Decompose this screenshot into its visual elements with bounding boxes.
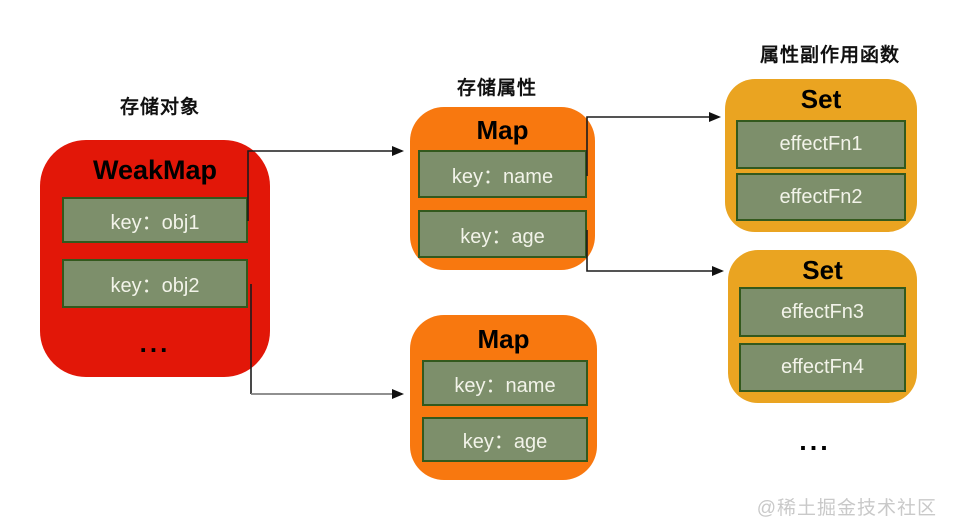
set-top-title: Set: [800, 84, 842, 114]
arrow-name-to-set-top: [586, 112, 721, 176]
caption-store-properties: 存储属性: [456, 78, 537, 99]
arrow-obj1-to-map-top: [247, 146, 404, 221]
caption-store-objects: 存储对象: [119, 97, 200, 118]
weakmap-ellipsis: ...: [139, 328, 171, 358]
set-bottom-effectfn4: effectFn4: [739, 343, 906, 392]
set-bottom-effectfn3: effectFn3: [739, 287, 906, 337]
set-node-top: Set effectFn1 effectFn2: [725, 79, 917, 232]
map-node-bottom: Map key：name key：age: [410, 315, 597, 480]
map-bottom-title: Map: [477, 324, 530, 354]
set-node-bottom: Set effectFn3 effectFn4: [728, 250, 917, 403]
map-bottom-key-name: key：name: [422, 360, 588, 406]
map-node-top: Map key：name key：age: [410, 107, 595, 270]
weakmap-node: WeakMap key：obj1 key：obj2 ...: [40, 140, 270, 377]
set-top-effectfn2: effectFn2: [736, 173, 906, 221]
map-top-key-age: key：age: [418, 210, 587, 258]
map-top-key-name: key：name: [418, 150, 587, 198]
watermark-juejin: @稀土掘金技术社区: [756, 498, 937, 519]
set-top-effectfn1: effectFn1: [736, 120, 906, 169]
arrow-age-to-set-bottom: [586, 230, 724, 276]
sets-ellipsis: ...: [799, 426, 831, 456]
map-top-title: Map: [476, 115, 529, 145]
caption-property-effect-functions: 属性副作用函数: [759, 45, 900, 66]
set-bottom-title: Set: [802, 255, 843, 285]
weakmap-key-obj2: key：obj2: [62, 259, 248, 308]
map-bottom-key-age: key：age: [422, 417, 588, 462]
weakmap-title: WeakMap: [92, 155, 218, 185]
weakmap-key-obj1: key：obj1: [62, 197, 248, 243]
